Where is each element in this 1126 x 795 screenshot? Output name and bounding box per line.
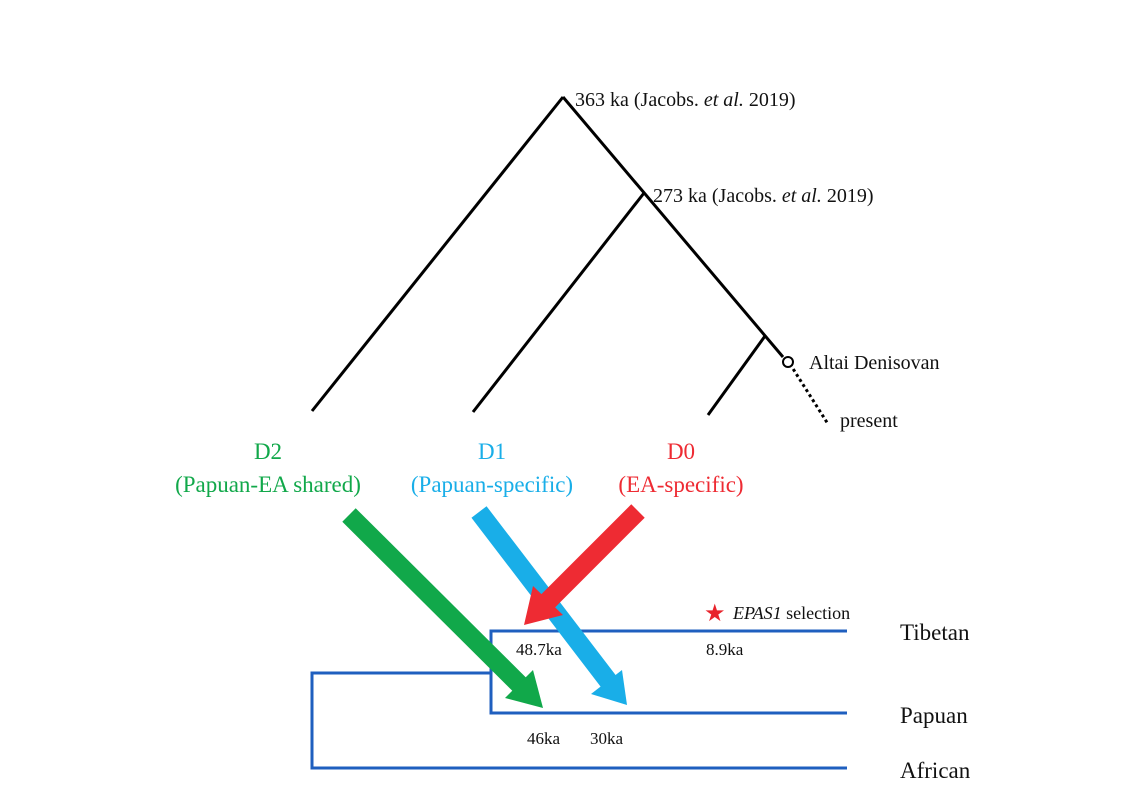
papuan-d1-time-label: 30ka [590,729,624,748]
tree-branch-root-right [561,96,785,358]
clade-d2-description: (Papuan-EA shared) [175,472,361,497]
star-icon: ★ [704,599,726,627]
altai-denisovan-sample-marker [782,356,794,368]
tree-branch-d0 [706,335,767,416]
epas1-selection-label: EPAS1 selection [732,603,850,623]
papuan-d2-time-label: 46ka [527,729,561,748]
present-label: present [840,410,898,432]
root-node-label: 363 ka (Jacobs. et al. 2019) [575,89,796,111]
clade-d0-code: D0 [667,439,695,464]
split-time-label: 48.7ka [516,640,562,659]
tree-tibetan-papuan-split [489,629,847,715]
gene-flow-arrows [342,504,645,708]
clade-d0-description: (EA-specific) [618,472,743,497]
population-label-papuan: Papuan [900,703,968,728]
denisovan-tree [310,96,830,425]
tree-branch-d2 [310,96,565,412]
altai-denisovan-label: Altai Denisovan [809,352,940,374]
clade-d2-code: D2 [254,439,282,464]
d2-gene-flow-arrow [342,508,543,708]
inner-node-label: 273 ka (Jacobs. et al. 2019) [653,185,874,207]
population-tree [310,629,847,770]
population-label-african: African [900,758,971,783]
tree-branch-d1 [471,192,646,413]
clade-d1-code: D1 [478,439,506,464]
clade-d1-description: (Papuan-specific) [411,472,573,497]
population-label-tibetan: Tibetan [900,620,970,645]
d0-gene-flow-arrow [524,504,645,625]
tree-african-lineage [310,671,847,770]
selection-time-label: 8.9ka [706,640,744,659]
